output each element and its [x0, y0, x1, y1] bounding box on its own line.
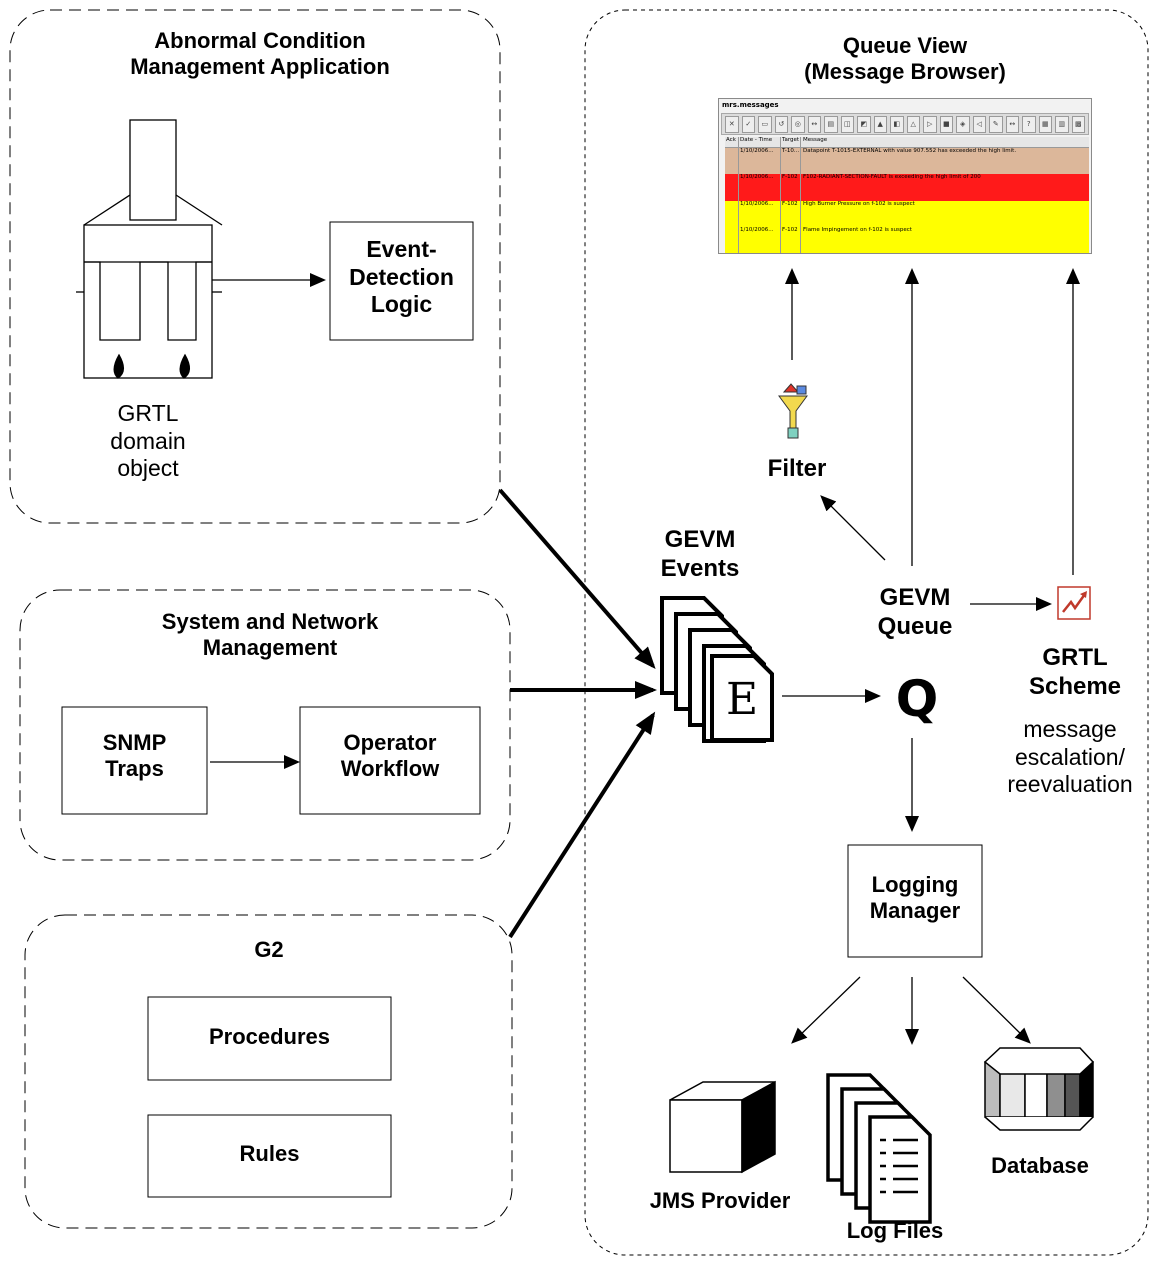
date-cell: 1/10/2006...	[739, 174, 781, 201]
toolbar-button[interactable]: ◈	[956, 116, 970, 133]
date-cell: 1/10/2006...	[739, 148, 781, 174]
message-cell: Datapoint T-1015-EXTERNAL with value 907…	[803, 148, 1017, 154]
rules-box	[147, 1114, 392, 1198]
table-header: Ack Date - Time Target Message	[725, 137, 1089, 148]
ack-cell	[725, 148, 739, 174]
acm-title: Abnormal Condition Management Applicatio…	[130, 28, 390, 80]
browser-toolbar: ✕ ✓ ▭ ↺ ◎ ↔ ▤ ◫ ◩ ▲ ◧ △ ▷ ■ ◈ ◁ ✎ ↔ ? ▦ …	[721, 113, 1089, 135]
toolbar-button[interactable]: △	[906, 116, 920, 133]
toolbar-button[interactable]: ◫	[840, 116, 854, 133]
message-browser: mrs.messages ✕ ✓ ▭ ↺ ◎ ↔ ▤ ◫ ◩ ▲ ◧ △ ▷ ■…	[718, 98, 1092, 254]
jms-provider-icon	[669, 1080, 776, 1174]
message-row[interactable]: 1/10/2006... F-102 F102-RADIANT-SECTION-…	[725, 174, 1089, 201]
toolbar-button[interactable]: ?	[1022, 116, 1036, 133]
column-header[interactable]: Target	[781, 137, 801, 147]
toolbar-button[interactable]: ↔	[807, 116, 821, 133]
message-row[interactable]: 1/10/2006... F-102 High Burner Pressure …	[725, 201, 1089, 227]
toolbar-button[interactable]: ▤	[824, 116, 838, 133]
toolbar-button[interactable]: ▲	[873, 116, 887, 133]
queue-q-icon: Q	[896, 670, 939, 728]
toolbar-button[interactable]: ▥	[1055, 116, 1069, 133]
snmp-box	[61, 706, 208, 815]
event-logic-box	[329, 221, 474, 341]
log-files-icon	[826, 1073, 932, 1224]
toolbar-button[interactable]: ◩	[857, 116, 871, 133]
target-cell: T-10...	[781, 148, 801, 174]
logging-manager-label: Logging Manager	[869, 872, 961, 924]
filter-label: Filter	[767, 455, 827, 482]
acm-container	[9, 9, 501, 524]
column-header[interactable]: Message	[803, 137, 828, 143]
log-files-label: Log Files	[846, 1218, 944, 1243]
column-header[interactable]: Ack	[725, 137, 739, 147]
g2-container	[24, 914, 513, 1229]
rules-label: Rules	[239, 1141, 300, 1166]
toolbar-button[interactable]: ▷	[923, 116, 937, 133]
toolbar-button[interactable]: ◁	[972, 116, 986, 133]
target-cell: F-102	[781, 201, 801, 227]
toolbar-button[interactable]: ▦	[1038, 116, 1052, 133]
date-cell: 1/10/2006...	[739, 201, 781, 227]
jms-provider-label: JMS Provider	[649, 1188, 791, 1213]
message-row[interactable]: 1/10/2006... F-102 Flame Impingement on …	[725, 227, 1089, 253]
message-row[interactable]: 1/10/2006... T-10... Datapoint T-1015-EX…	[725, 148, 1089, 174]
g2-title: G2	[254, 937, 284, 962]
filter-icon	[778, 383, 808, 439]
toolbar-button[interactable]: ◎	[791, 116, 805, 133]
grtl-scheme-icon	[1057, 586, 1091, 620]
toolbar-button[interactable]: ✎	[989, 116, 1003, 133]
target-cell: F-102	[781, 227, 801, 253]
scheme-description: message escalation/ reevaluation	[1007, 716, 1133, 798]
procedures-box	[147, 996, 392, 1081]
toolbar-button[interactable]: ▭	[758, 116, 772, 133]
toolbar-button[interactable]: ↺	[774, 116, 788, 133]
toolbar-button[interactable]: ✓	[741, 116, 755, 133]
database-icon	[983, 1047, 1095, 1131]
gevm-queue-label: GEVM Queue	[877, 584, 953, 640]
toolbar-button[interactable]: ■	[939, 116, 953, 133]
message-cell: Flame Impingement on f-102 is suspect	[803, 227, 912, 233]
message-cell: F102-RADIANT-SECTION-FAULT is exceeding …	[803, 174, 981, 180]
event-logic-label: Event- Detection Logic	[349, 236, 454, 318]
queue-view-container	[584, 9, 1149, 1256]
grtl-object-label: GRTL domain object	[110, 400, 186, 482]
target-cell: F-102	[781, 174, 801, 201]
toolbar-button[interactable]: ✕	[725, 116, 739, 133]
toolbar-button[interactable]: ▩	[1071, 116, 1085, 133]
gevm-events-icon	[660, 596, 774, 743]
procedures-label: Procedures	[208, 1024, 331, 1049]
snmp-label: SNMP Traps	[102, 730, 167, 782]
date-cell: 1/10/2006...	[739, 227, 781, 253]
ack-cell	[725, 227, 739, 253]
grtl-scheme-label: GRTL Scheme	[1028, 644, 1122, 700]
browser-title: mrs.messages	[722, 101, 779, 109]
toolbar-button[interactable]: ↔	[1005, 116, 1019, 133]
column-header[interactable]: Date - Time	[739, 137, 781, 147]
snm-title: System and Network Management	[161, 609, 379, 661]
queue-view-title: Queue View (Message Browser)	[804, 33, 1006, 85]
ack-cell	[725, 201, 739, 227]
snm-container	[19, 589, 511, 861]
furnace-icon	[76, 119, 223, 379]
message-cell: High Burner Pressure on f-102 is suspect	[803, 201, 915, 207]
toolbar-button[interactable]: ◧	[890, 116, 904, 133]
database-label: Database	[991, 1153, 1089, 1178]
ack-cell	[725, 174, 739, 201]
events-e-glyph: E	[725, 674, 759, 725]
logging-manager-box	[847, 844, 983, 958]
workflow-label: Operator Workflow	[340, 730, 440, 782]
connector-lines	[210, 268, 1080, 1045]
workflow-box	[299, 706, 481, 815]
gevm-events-label: GEVM Events	[660, 526, 740, 582]
